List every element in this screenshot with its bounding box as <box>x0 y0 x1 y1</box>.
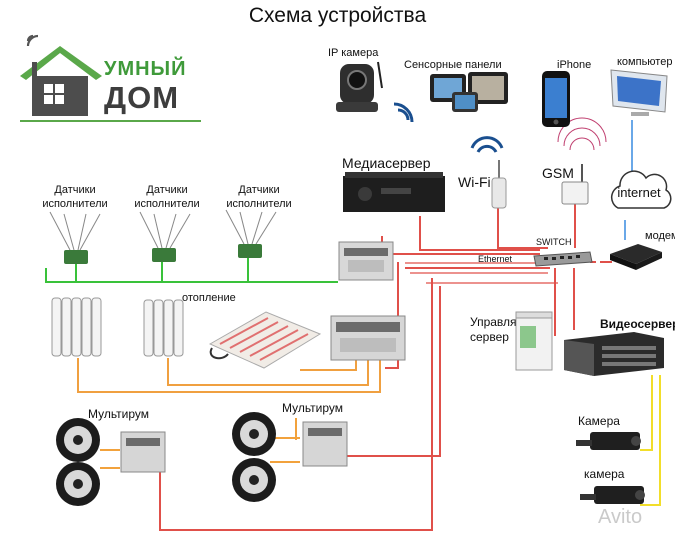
wifi-access-point-icon <box>491 160 507 209</box>
underfloor-heating-mat-icon <box>208 311 322 369</box>
iphone-icon <box>542 71 570 127</box>
computer-monitor-icon <box>610 69 668 116</box>
video-server-label: Видеосервер <box>600 317 675 331</box>
radiator-2-icon <box>143 299 184 357</box>
gsm-modem-icon <box>561 164 589 205</box>
watermark: Avito <box>598 506 643 528</box>
page-title: Схема устройства <box>248 4 427 27</box>
heating-label: отопление <box>182 292 236 304</box>
camera-2-label: камера <box>584 467 625 481</box>
media-server-icon <box>343 172 445 212</box>
touch-panels-label: Сенсорные панели <box>404 59 502 71</box>
internet-cloud-icon <box>610 170 672 209</box>
media-server-label: Медиасервер <box>342 155 431 171</box>
multiroom-2-label: Мультирум <box>282 401 344 415</box>
wifi-label: Wi-Fi <box>458 174 491 190</box>
wifi-signal-icon <box>26 34 39 47</box>
speaker-3-icon <box>232 412 276 456</box>
ip-camera-label: IP камера <box>328 47 379 59</box>
computer-label: компьютер <box>617 56 673 68</box>
network-switch-icon <box>533 251 593 267</box>
camera-2-icon <box>580 486 645 504</box>
gsm-signal-icon <box>557 117 607 151</box>
touch-panels-icon <box>430 72 508 112</box>
ethernet-wires-thin <box>405 262 558 284</box>
modem-label: модем <box>645 230 675 242</box>
wireless-signal-icons <box>393 102 504 153</box>
speaker-2-icon <box>56 462 100 506</box>
sensors-2-label-line2: исполнители <box>134 198 200 210</box>
ethernet-label: Ethernet <box>478 254 513 264</box>
multiroom-module-2-icon <box>302 421 348 467</box>
sensor-controller-module-icon <box>338 241 394 281</box>
smart-home-logo <box>20 34 201 122</box>
radiator-1-icon <box>51 297 102 357</box>
ip-camera-icon <box>336 61 383 112</box>
control-server-label-line2: сервер <box>470 330 509 344</box>
sensors-3-label-line2: исполнители <box>226 198 292 210</box>
internet-label: internet <box>617 185 661 200</box>
sensor-bus-wire <box>45 258 338 283</box>
multiroom-1-label: Мультирум <box>88 407 150 421</box>
sensors-1-label-line1: Датчики <box>54 184 96 196</box>
sensor-module-3-icon <box>225 209 277 258</box>
sensors-1-label-line2: исполнители <box>42 198 108 210</box>
camera-1-icon <box>576 432 641 450</box>
speaker-4-icon <box>232 458 276 502</box>
modem-icon <box>610 244 662 270</box>
sensors-2-label-line1: Датчики <box>146 184 188 196</box>
multiroom-module-1-icon <box>120 431 166 473</box>
heating-controller-module-icon <box>330 315 406 361</box>
iphone-label: iPhone <box>557 59 592 71</box>
switch-label: SWITCH <box>536 237 572 247</box>
heating-wires <box>77 358 381 393</box>
sensors-3-label-line1: Датчики <box>238 184 280 196</box>
sensor-module-1-icon <box>49 211 101 264</box>
video-wires <box>640 375 661 506</box>
logo-text-line1: УМНЫЙ <box>104 58 187 80</box>
logo-text-line2: ДОМ <box>104 80 180 115</box>
video-server-icon <box>564 332 664 376</box>
control-server-icon <box>515 311 553 371</box>
speaker-1-icon <box>56 418 100 462</box>
sensor-module-2-icon <box>139 211 191 262</box>
gsm-label: GSM <box>542 165 574 181</box>
camera-1-label: Камера <box>578 414 620 428</box>
